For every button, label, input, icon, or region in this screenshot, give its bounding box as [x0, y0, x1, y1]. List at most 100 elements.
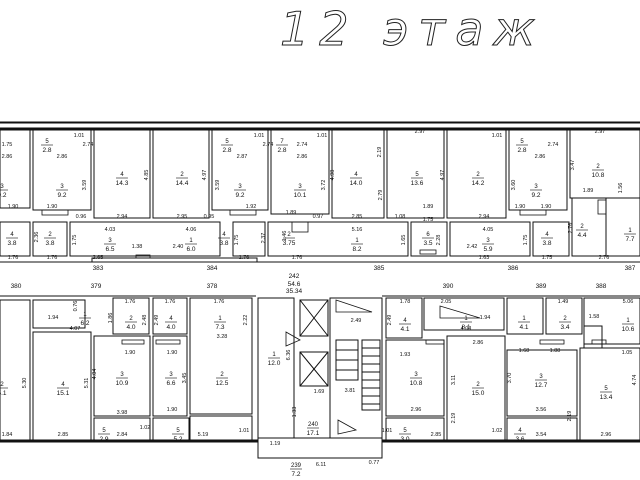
- room-top-number: 2: [287, 232, 291, 238]
- room-bottom-number: 5: [102, 428, 106, 434]
- room-top-area: 3.8: [7, 240, 16, 247]
- room-bottom-number: 2: [220, 372, 224, 378]
- room-bottom-number: 2: [0, 382, 4, 388]
- dimension-label: 6.11: [316, 462, 326, 468]
- room-bottom-area: 10.9: [116, 380, 129, 387]
- dimension-label-vertical: 2.79: [378, 190, 384, 201]
- dimension-label: 2.86: [297, 154, 308, 160]
- room-bottom-area: 4.0: [166, 324, 175, 331]
- dimension-label: 2.85: [431, 432, 442, 438]
- room-top-number: 3: [60, 184, 64, 190]
- dimension-label-vertical: 0.76: [73, 301, 79, 312]
- room-bottom-area: 12.7: [535, 382, 548, 389]
- dimension-label-vertical: 1.75: [234, 235, 240, 246]
- dimension-label: 1.90: [125, 350, 136, 356]
- dimension-label: 1.93: [400, 352, 411, 358]
- room-top-area: 13.6: [411, 180, 424, 187]
- room-top-area: 6.5: [105, 246, 114, 253]
- dimension-label: 1.76: [292, 255, 303, 261]
- dimension-label-vertical: 1.46: [282, 231, 288, 242]
- room-bottom-number: 4: [169, 316, 173, 322]
- room-bottom-area: 12.5: [216, 380, 229, 387]
- dimension-label: 0.77: [369, 460, 380, 466]
- room-top-number: 4: [222, 232, 226, 238]
- corridor-label: 54.6: [288, 281, 301, 288]
- corridor-label: 379: [91, 283, 102, 290]
- dimension-label: 1.01: [254, 133, 265, 139]
- room-top-area: 10.8: [592, 172, 605, 179]
- dimension-label-vertical: 2.28: [436, 235, 442, 246]
- dimension-label-vertical: 1.86: [108, 313, 114, 324]
- corridor-label: 388: [596, 283, 607, 290]
- room-bottom-area: 10.6: [622, 326, 635, 333]
- room-bottom-number: 5: [176, 428, 180, 434]
- room-top-area: 3.8: [45, 240, 54, 247]
- dimension-label: 2.95: [177, 214, 188, 220]
- dimension-label: 2.94: [117, 214, 128, 220]
- room-bottom-area: 4.0: [126, 324, 135, 331]
- room-top-area: 10.1: [294, 192, 307, 199]
- room-top-area: 14.4: [176, 180, 189, 187]
- room-bottom-number: 3: [169, 372, 173, 378]
- room-top-number: 2: [596, 164, 600, 170]
- dimension-label-vertical: 2.19: [377, 147, 383, 158]
- dimension-label-vertical: 3.45: [182, 373, 188, 384]
- room-bottom-number: 239: [291, 463, 302, 469]
- dimension-label: 1.75: [423, 217, 434, 223]
- corridor-label: 378: [207, 283, 218, 290]
- dimension-label: 3.28: [217, 334, 228, 340]
- dimension-label-vertical: 2.36: [34, 232, 40, 243]
- dimension-label-vertical: 1.75: [523, 235, 529, 246]
- room-top-area: 7.7: [625, 236, 634, 243]
- room-top-number: 5: [415, 172, 419, 178]
- room-bottom-number: 3: [539, 374, 543, 380]
- dimension-label: 1.76: [165, 299, 176, 305]
- dimension-label: 2.86: [2, 154, 13, 160]
- dimension-label: 2.94: [479, 214, 490, 220]
- room-top-number: 6: [426, 232, 430, 238]
- dimension-label: 1.75: [542, 255, 553, 261]
- dimension-label: 1.76: [125, 299, 136, 305]
- room-top-area: 9.2: [531, 192, 540, 199]
- room-top-number: 3: [238, 184, 242, 190]
- room-top-number: 5: [520, 139, 524, 145]
- room-top-area: 4.4: [577, 232, 586, 239]
- dimension-label-vertical: 4.97: [440, 170, 446, 181]
- room-top-area: 3.5: [423, 240, 432, 247]
- room-bottom-area: 3.4: [560, 324, 569, 331]
- dimension-label-vertical: 3.72: [321, 180, 327, 191]
- dimension-label: 2.85: [352, 214, 363, 220]
- room-top-area: 9.2: [0, 192, 7, 199]
- dimension-label: 1.90: [515, 204, 526, 210]
- room-bottom-area: 7.3: [215, 324, 224, 331]
- dimension-label: 5.19: [198, 432, 209, 438]
- room-bottom-number: 1: [218, 316, 222, 322]
- dimension-label: 2.76: [599, 255, 610, 261]
- dimension-label: 1.76: [8, 255, 19, 261]
- dimension-label: 3.54: [536, 432, 547, 438]
- dimension-label: 4.03: [461, 326, 472, 332]
- room-top-area: 2.8: [42, 147, 51, 154]
- dimension-label: 1.08: [395, 214, 406, 220]
- room-top-number: 3: [108, 238, 112, 244]
- room-bottom-number: 2: [129, 316, 133, 322]
- room-top-area: 2.8: [517, 147, 526, 154]
- room-top-number: 2: [580, 224, 584, 230]
- room-top-area: 8.2: [352, 246, 361, 253]
- room-bottom-area: 8.1: [461, 324, 470, 331]
- room-top-area: 3.8: [219, 240, 228, 247]
- room-bottom-number: 4: [518, 428, 522, 434]
- room-top-number: 3: [486, 238, 490, 244]
- dimension-label: 2.74: [297, 142, 308, 148]
- dimension-label: 1.75: [2, 142, 13, 148]
- dimension-label: 1.94: [480, 315, 491, 321]
- dimension-label: 1.49: [558, 299, 569, 305]
- dimension-label-vertical: 4.97: [202, 170, 208, 181]
- dimension-label: 1.02: [492, 428, 503, 434]
- room-top-number: 5: [225, 139, 229, 145]
- dimension-label-vertical: 1.56: [618, 183, 624, 194]
- room-bottom-number: 3: [414, 372, 418, 378]
- dimension-label: 1.89: [423, 204, 434, 210]
